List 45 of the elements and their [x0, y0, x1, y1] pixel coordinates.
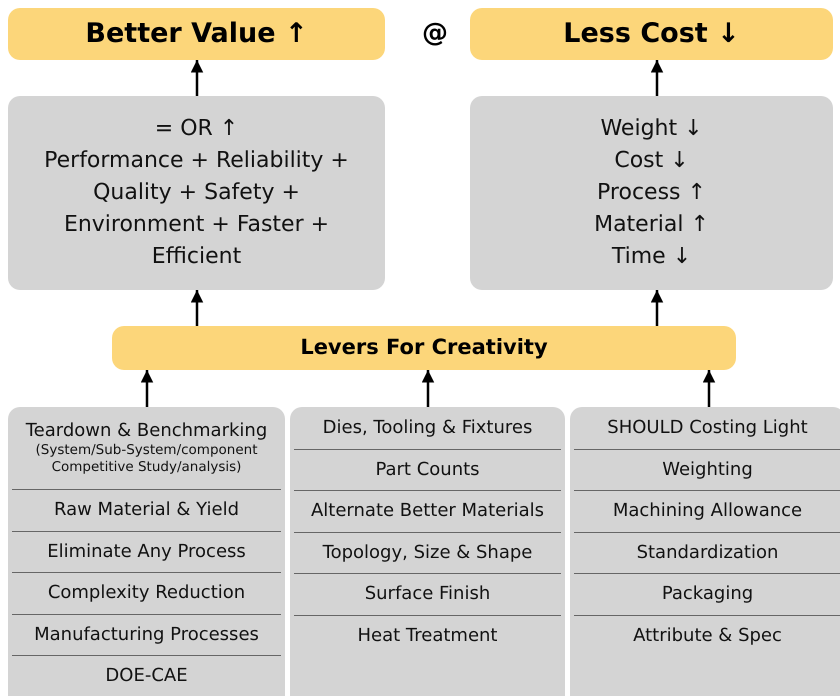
lever-item: SHOULD Costing Light — [607, 416, 808, 439]
lever-item: DOE-CAE — [105, 665, 188, 688]
lever-panel — [570, 407, 840, 696]
title-banner — [470, 8, 833, 60]
lever-note: (System/Sub-System/component Competitive Study/analysis) — [34, 442, 258, 476]
arrow — [702, 370, 716, 407]
info-box — [470, 96, 833, 290]
banner-text: Levers For Creativity — [300, 334, 548, 362]
lever-item: Complexity Reduction — [48, 582, 246, 604]
lever-item: Eliminate Any Process — [47, 540, 246, 563]
box-text: Time ↓ — [612, 243, 692, 271]
box-text: Weight ↓ — [600, 115, 703, 143]
info-box — [8, 96, 385, 290]
lever-item: Raw Material & Yield — [54, 499, 240, 522]
box-text: Cost ↓ — [614, 147, 689, 175]
lever-item: Packaging — [662, 583, 754, 606]
box-text: = OR ↑ — [154, 115, 238, 143]
arrow — [190, 60, 204, 96]
arrow — [650, 290, 664, 326]
lever-item: Dies, Tooling & Fixtures — [322, 416, 532, 439]
lever-item: Manufacturing Processes — [34, 624, 259, 646]
lever-item: Teardown & Benchmarking — [26, 420, 268, 442]
lever-item: Attribute & Spec — [633, 624, 782, 647]
box-text: Process ↑ — [597, 179, 706, 207]
lever-item: Standardization — [636, 542, 778, 564]
lever-panel — [290, 407, 565, 696]
lever-item: Heat Treatment — [357, 624, 498, 647]
lever-item: Machining Allowance — [612, 500, 802, 522]
arrow — [190, 290, 204, 326]
banner-text: Better Value ↑ — [85, 16, 308, 51]
arrow — [422, 370, 434, 407]
arrow — [140, 370, 154, 407]
lever-item: Surface Finish — [364, 583, 490, 606]
box-text: Material ↑ — [594, 211, 709, 239]
title-banner — [8, 8, 385, 60]
arrow — [650, 60, 664, 96]
lever-item: Part Counts — [375, 458, 480, 481]
lever-item: Alternate Better Materials — [310, 500, 544, 522]
lever-panel — [8, 407, 285, 696]
lever-item: Weighting — [662, 458, 753, 481]
lever-banner — [112, 326, 736, 370]
box-text: Performance + Reliability + Quality + Safety + Environment + Faster + Efficient — [43, 147, 350, 271]
banner-text: Less Cost ↓ — [563, 16, 740, 51]
at-sign: @ — [421, 17, 449, 50]
lever-item: Topology, Size & Shape — [322, 542, 532, 564]
